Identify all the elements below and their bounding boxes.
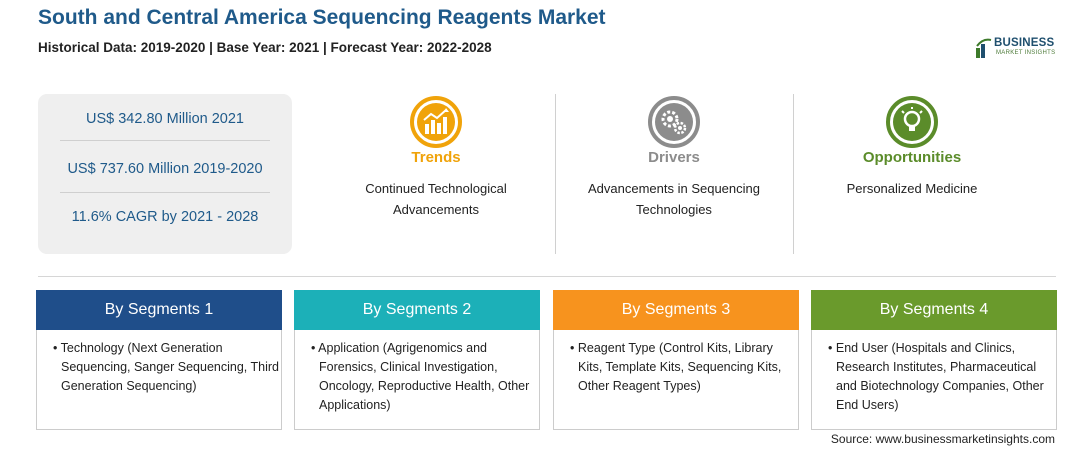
page-subtitle: Historical Data: 2019-2020 | Base Year: … — [38, 40, 492, 55]
segment-2-title: By Segments 2 — [294, 290, 540, 330]
segment-card-3: By Segments 3 • Reagent Type (Control Ki… — [553, 290, 799, 430]
segment-1-title: By Segments 1 — [36, 290, 282, 330]
segment-4-text: • End User (Hospitals and Clinics, Resea… — [828, 341, 1044, 412]
factor-opportunities-text: Personalized Medicine — [846, 181, 978, 196]
factor-trends-title: Trends — [411, 149, 461, 166]
source-citation: Source: www.businessmarketinsights.com — [830, 432, 1055, 446]
factor-trends-text: Continued Technological Advancements — [365, 181, 507, 217]
segment-3-text: • Reagent Type (Control Kits, Library Ki… — [570, 341, 782, 393]
gears-icon — [648, 96, 700, 148]
segment-3-title: By Segments 3 — [553, 290, 799, 330]
segment-1-text: • Technology (Next Generation Sequencing… — [53, 341, 279, 393]
market-stats-panel: US$ 342.80 Million 2021 US$ 737.60 Milli… — [38, 94, 292, 254]
segment-4-title: By Segments 4 — [811, 290, 1057, 330]
stat-divider — [60, 140, 270, 141]
segment-1-item: Technology (Next Generation Sequencing, … — [60, 341, 279, 393]
page-title: South and Central America Sequencing Rea… — [38, 6, 606, 29]
segment-2-item: Application (Agrigenomics and Forensics,… — [318, 341, 530, 412]
factor-divider — [793, 94, 794, 254]
segment-card-2: By Segments 2 • Application (Agrigenomic… — [294, 290, 540, 430]
stat-cagr: 11.6% CAGR by 2021 - 2028 — [71, 209, 259, 225]
factor-opportunities-title: Opportunities — [862, 149, 962, 166]
factor-drivers-text: Advancements in Sequencing Technologies — [587, 181, 760, 217]
segment-3-item: Reagent Type (Control Kits, Library Kits… — [577, 341, 782, 393]
stat-divider — [60, 192, 270, 193]
stat-market-value-2021: US$ 342.80 Million 2021 — [86, 111, 244, 127]
segment-4-item: End User (Hospitals and Clinics, Researc… — [835, 341, 1044, 412]
chart-trend-icon — [410, 96, 462, 148]
factor-drivers-title: Drivers — [648, 149, 700, 166]
factor-divider — [555, 94, 556, 254]
logo-icon — [976, 38, 992, 58]
lightbulb-icon — [886, 96, 938, 148]
segment-card-4: By Segments 4 • End User (Hospitals and … — [811, 290, 1057, 430]
company-logo: BUSINESS MARKET INSIGHTS — [975, 36, 1065, 62]
section-divider — [38, 276, 1056, 277]
stat-market-value-historical: US$ 737.60 Million 2019-2020 — [67, 161, 263, 177]
logo-name: BUSINESS — [994, 37, 1055, 49]
segment-2-text: • Application (Agrigenomics and Forensic… — [311, 341, 530, 412]
logo-tagline: MARKET INSIGHTS — [996, 50, 1056, 56]
segment-card-1: By Segments 1 • Technology (Next Generat… — [36, 290, 282, 430]
